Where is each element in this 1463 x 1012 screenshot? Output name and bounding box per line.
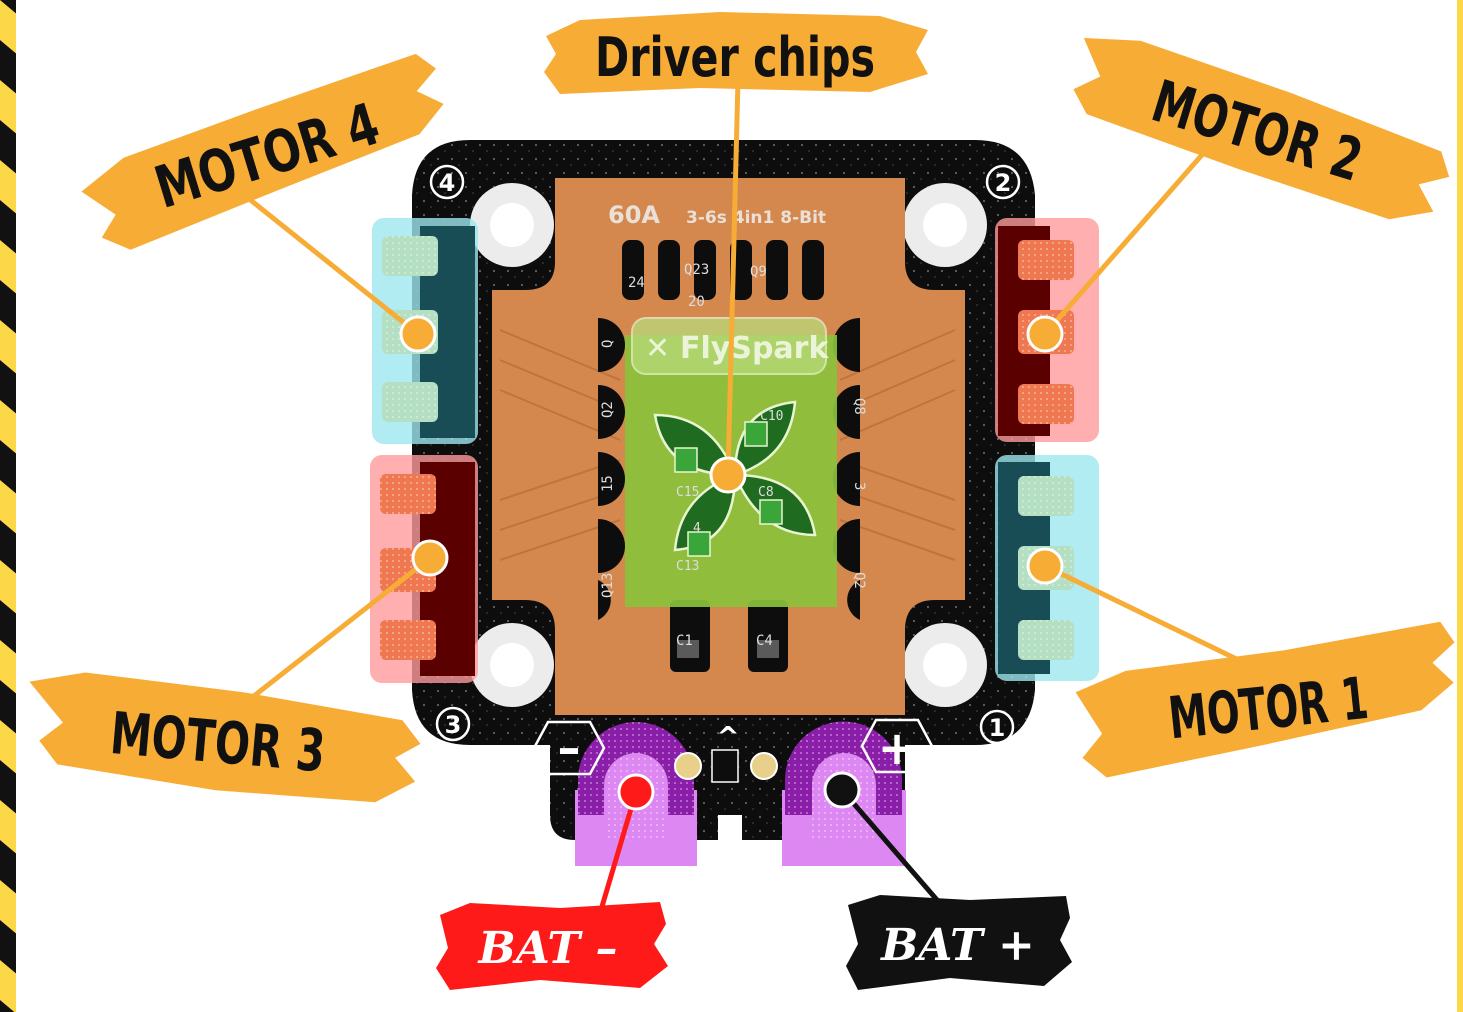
- svg-text:3: 3: [445, 711, 462, 739]
- board-spec: 3-6s 4in1 8-Bit: [686, 208, 826, 228]
- board-rating: 60A: [608, 201, 660, 229]
- hazard-stripe-left: [0, 0, 16, 1012]
- leader-motor4: [245, 195, 421, 337]
- label-motor1: MOTOR 1: [1075, 621, 1455, 778]
- mounting-hole-bottom-left: [470, 623, 554, 707]
- dot-bat-plus: [823, 771, 861, 809]
- silk-c1: C1: [676, 633, 693, 649]
- silk-c8: C8: [758, 485, 774, 500]
- mosfet-notches: [598, 318, 860, 620]
- dot-motor1: [1026, 547, 1064, 585]
- corner-number-3: 3: [435, 706, 471, 742]
- label-driver-chips: Driver chips: [544, 12, 928, 94]
- silk-q2x: Q2: [600, 401, 616, 418]
- heatsink-top-slots: [622, 240, 824, 300]
- leader-motor2: [1042, 145, 1211, 337]
- corner-number-2: 2: [985, 164, 1021, 200]
- dot-motor2: [1026, 315, 1064, 353]
- silk-c10: C10: [760, 409, 783, 424]
- silk-q13: Q13: [600, 573, 616, 598]
- silk-q24: 24: [628, 275, 645, 291]
- corner-number-1: 1: [979, 709, 1015, 745]
- arrow-icon: ^: [716, 720, 739, 753]
- center-signal-pads: [674, 749, 778, 783]
- silk-c4: C4: [756, 633, 773, 649]
- dot-driver-chips: [709, 456, 747, 494]
- svg-text:✕: ✕: [645, 331, 670, 366]
- silk-q-left-top: Q: [600, 340, 616, 348]
- svg-text:–: –: [558, 721, 581, 775]
- leader-driver-chips: [725, 77, 741, 478]
- silk-q8: Q8: [851, 398, 867, 415]
- silk-c4a: 4: [693, 521, 701, 536]
- leader-bat-minus: [595, 789, 639, 923]
- silk-q9: Q9: [750, 264, 767, 280]
- silk-c15: C15: [676, 485, 699, 500]
- label-motor3: MOTOR 3: [29, 672, 421, 803]
- plus-marker: +: [860, 718, 934, 775]
- dot-bat-minus: [617, 773, 655, 811]
- svg-text:+: +: [878, 721, 917, 775]
- svg-text:4: 4: [439, 169, 456, 197]
- leader-bat-plus: [839, 787, 953, 918]
- label-bat-plus: BAT +: [846, 895, 1072, 990]
- minus-marker: –: [532, 720, 606, 776]
- svg-text:BAT +: BAT +: [879, 920, 1035, 971]
- mounting-hole-top-right: [903, 183, 987, 267]
- mounting-hole-bottom-right: [903, 623, 987, 707]
- svg-text:Driver chips: Driver chips: [595, 26, 875, 89]
- svg-text:2: 2: [995, 169, 1012, 197]
- silk-q3: 3: [851, 482, 867, 490]
- hazard-stripe-right: [1457, 0, 1463, 1012]
- svg-text:BAT –: BAT –: [477, 923, 618, 974]
- silk-c13: C13: [676, 559, 699, 574]
- svg-text:1: 1: [989, 714, 1006, 742]
- label-motor2: MOTOR 2: [1073, 38, 1450, 220]
- leader-motor1: [1042, 563, 1258, 671]
- silk-q2: Q2: [851, 572, 867, 589]
- leader-motor3: [242, 555, 433, 706]
- dot-motor4: [399, 315, 437, 353]
- svg-text:FlySpark: FlySpark: [680, 331, 829, 366]
- silk-q15: 15: [600, 475, 616, 492]
- label-bat-minus: BAT –: [436, 902, 668, 990]
- silk-q20: 20: [688, 294, 705, 310]
- silk-q23: Q23: [684, 262, 709, 278]
- corner-number-4: 4: [429, 164, 465, 200]
- mounting-hole-top-left: [470, 183, 554, 267]
- dot-motor3: [411, 539, 449, 577]
